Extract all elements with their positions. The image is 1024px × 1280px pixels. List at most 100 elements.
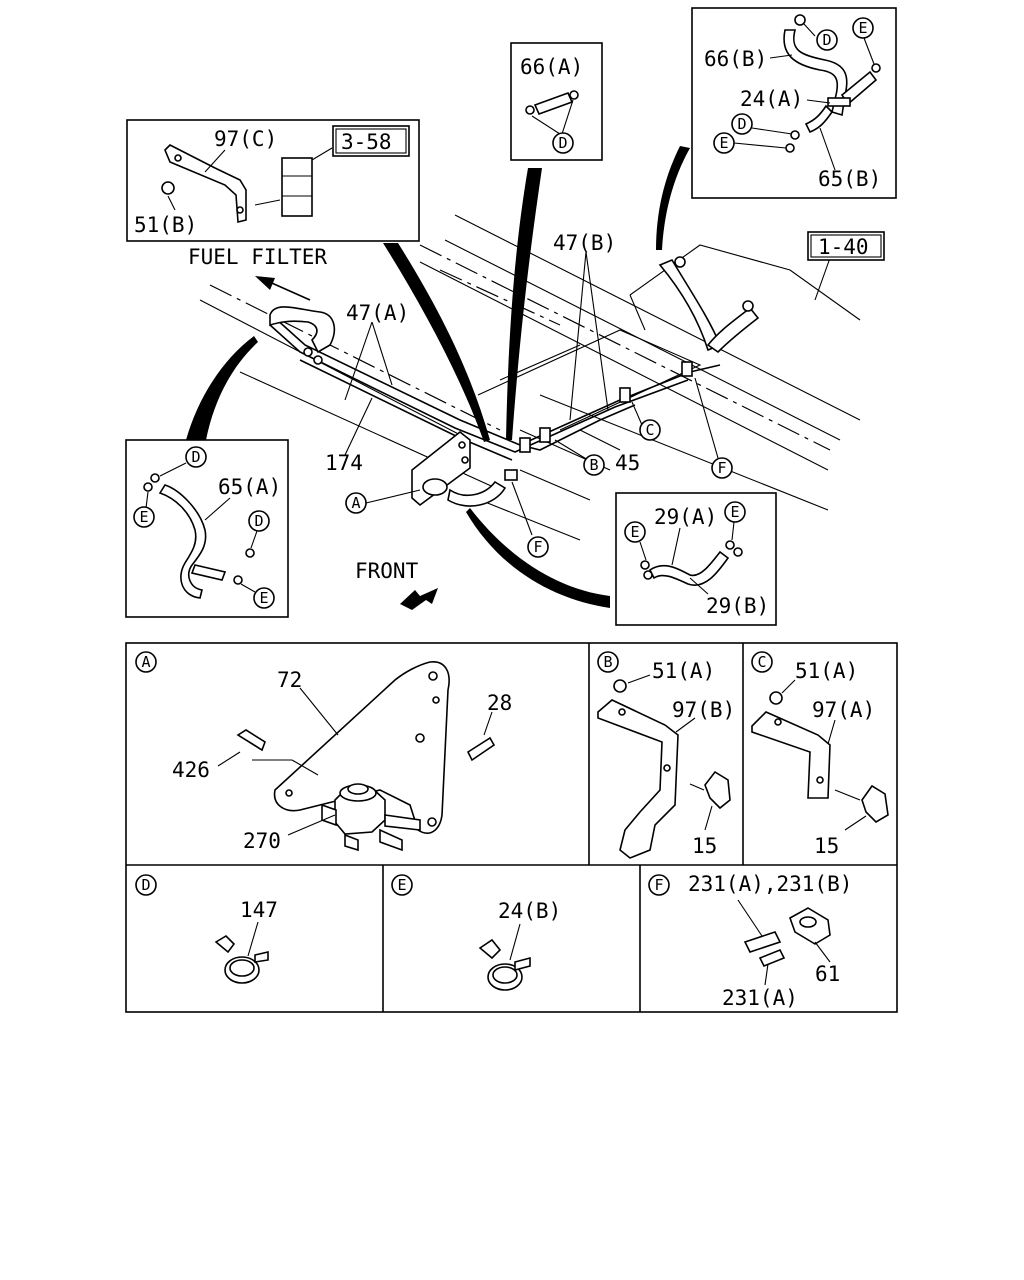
part-label-147: 147 bbox=[240, 898, 278, 922]
part-label-47b: 47(B) bbox=[553, 231, 616, 255]
part-label-65b: 65(B) bbox=[818, 167, 881, 191]
marker-e-tr1: E bbox=[858, 19, 867, 37]
part-label-61: 61 bbox=[815, 962, 840, 986]
inset-bracket-97c: 97(C) 51(B) 3-58 bbox=[126, 119, 420, 242]
marker-d-65a2: D bbox=[254, 512, 263, 530]
marker-e-tr2: E bbox=[719, 134, 728, 152]
inset-hose-65a: 65(A) D D E E bbox=[125, 439, 289, 618]
fuel-filter-arrow bbox=[255, 276, 311, 301]
ref-box-3-58 bbox=[332, 125, 410, 157]
marker-d-tr1: D bbox=[822, 31, 831, 49]
detail-b-marker: B bbox=[603, 653, 612, 671]
marker-f2-circle bbox=[527, 536, 549, 558]
leader-lines bbox=[344, 251, 831, 536]
detail-f-marker-circle bbox=[648, 874, 670, 896]
part-label-231a: 231(A) bbox=[722, 986, 798, 1010]
marker-e-65a2-circle bbox=[253, 587, 275, 609]
detail-e-marker-circle bbox=[391, 874, 413, 896]
detail-c-marker: C bbox=[757, 653, 766, 671]
ref-label-1-40: 1-40 bbox=[818, 235, 869, 259]
detail-c-marker-circle bbox=[751, 651, 773, 673]
marker-e-29-1: E bbox=[630, 523, 639, 541]
detail-b: B 51(A) 97(B) 15 bbox=[597, 651, 735, 859]
part-label-65a: 65(A) bbox=[218, 475, 281, 499]
ref-label-3-58: 3-58 bbox=[341, 130, 392, 154]
pipe-clips bbox=[504, 361, 693, 481]
mounting-bracket bbox=[411, 430, 507, 507]
detail-d: D 147 bbox=[135, 874, 278, 984]
marker-d-66a-circle bbox=[552, 132, 574, 154]
ref-box-1-40 bbox=[807, 231, 885, 261]
detail-f-marker: F bbox=[654, 876, 663, 894]
marker-d-tr2: D bbox=[737, 115, 746, 133]
part-label-97c: 97(C) bbox=[214, 127, 277, 151]
inset-hoses-66b-65b: 66(B) 24(A) 65(B) D D E E bbox=[691, 7, 897, 199]
marker-f1-circle bbox=[711, 457, 733, 479]
part-label-24b: 24(B) bbox=[498, 899, 561, 923]
fuel-filter-label: FUEL FILTER bbox=[188, 245, 327, 269]
callout-wedges bbox=[186, 146, 690, 608]
marker-a-circle bbox=[345, 492, 367, 514]
marker-d-tr2-circle bbox=[731, 113, 753, 135]
part-label-426: 426 bbox=[172, 758, 210, 782]
marker-e-tr2-circle bbox=[713, 132, 735, 154]
hose-47a bbox=[269, 306, 336, 365]
marker-d-65a2-circle bbox=[248, 510, 270, 532]
ref-box-3-58-inner bbox=[335, 128, 407, 154]
detail-c: C 51(A) 97(A) 15 bbox=[751, 651, 889, 858]
marker-d-66a: D bbox=[558, 134, 567, 152]
part-label-51b: 51(B) bbox=[134, 213, 197, 237]
detail-a-marker-circle bbox=[135, 651, 157, 673]
marker-d-65a1-circle bbox=[185, 446, 207, 468]
ref-box-1-40-inner bbox=[810, 234, 882, 258]
part-label-66b: 66(B) bbox=[704, 47, 767, 71]
inset-hose-29: 29(A) 29(B) E E bbox=[615, 492, 777, 626]
part-label-270: 270 bbox=[243, 829, 281, 853]
part-label-97b: 97(B) bbox=[672, 698, 735, 722]
detail-f: F 231(A),231(B) 61 231(A) bbox=[648, 872, 852, 1010]
marker-e-65a1-circle bbox=[133, 506, 155, 528]
part-label-24a: 24(A) bbox=[740, 87, 803, 111]
detail-e: E 24(B) bbox=[391, 874, 561, 991]
part-label-51a-c: 51(A) bbox=[795, 659, 858, 683]
detail-a: A 72 28 426 270 bbox=[135, 651, 512, 853]
part-label-29b: 29(B) bbox=[706, 594, 769, 618]
hose-47b bbox=[658, 256, 760, 354]
part-label-231ab: 231(A),231(B) bbox=[688, 872, 852, 896]
front-label: FRONT bbox=[355, 559, 419, 583]
part-label-15-b: 15 bbox=[692, 834, 717, 858]
marker-b-circle bbox=[583, 454, 605, 476]
part-label-51a-b: 51(A) bbox=[652, 659, 715, 683]
marker-d-tr1-circle bbox=[816, 29, 838, 51]
marker-b: B bbox=[589, 456, 598, 474]
part-label-174: 174 bbox=[325, 451, 363, 475]
marker-f1: F bbox=[717, 459, 726, 477]
front-arrow bbox=[400, 588, 438, 610]
part-label-47a: 47(A) bbox=[346, 301, 409, 325]
part-label-28: 28 bbox=[487, 691, 512, 715]
inset-hose-66a: 66(A) D bbox=[510, 42, 603, 161]
marker-d-65a1: D bbox=[191, 448, 200, 466]
part-label-97a: 97(A) bbox=[812, 698, 875, 722]
detail-a-marker: A bbox=[141, 653, 150, 671]
detail-e-marker: E bbox=[397, 876, 406, 894]
detail-d-marker-circle bbox=[135, 874, 157, 896]
marker-e-29-1-circle bbox=[624, 521, 646, 543]
marker-a: A bbox=[351, 494, 360, 512]
marker-e-65a1: E bbox=[139, 508, 148, 526]
detail-b-marker-circle bbox=[597, 651, 619, 673]
part-label-29a: 29(A) bbox=[654, 505, 717, 529]
marker-e-29-2: E bbox=[730, 503, 739, 521]
marker-c-circle bbox=[639, 419, 661, 441]
part-label-45: 45 bbox=[615, 451, 640, 475]
part-label-66a: 66(A) bbox=[520, 55, 583, 79]
detail-d-marker: D bbox=[141, 876, 150, 894]
marker-c: C bbox=[645, 421, 654, 439]
marker-e-65a2: E bbox=[259, 589, 268, 607]
marker-e-29-2-circle bbox=[724, 501, 746, 523]
main-assembly: FUEL FILTER 47(A) 47(B) 174 45 FRONT 1-4… bbox=[186, 146, 885, 610]
detail-grid bbox=[125, 642, 898, 1013]
marker-f2: F bbox=[533, 538, 542, 556]
part-label-15-c: 15 bbox=[814, 834, 839, 858]
